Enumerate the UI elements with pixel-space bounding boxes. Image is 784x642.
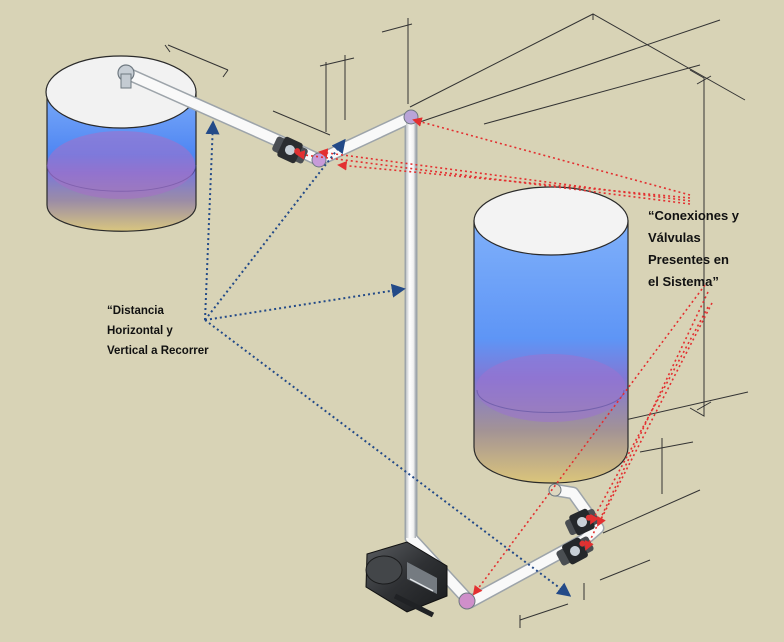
- upper-tank: [45, 55, 197, 232]
- red-pointer-lines: [295, 117, 713, 596]
- distance-line-3: Vertical a Recorrer: [107, 345, 209, 357]
- distance-line-1: “Distancia: [107, 305, 164, 317]
- connections-line-2: Válvulas: [648, 230, 701, 245]
- distance-line-2: Horizontal y: [107, 325, 173, 337]
- connections-annotation: “Conexiones y Válvulas Presentes en el S…: [648, 205, 739, 293]
- distance-annotation: “Distancia Horizontal y Vertical a Recor…: [107, 301, 209, 361]
- blue-pointer-lines: [204, 120, 572, 597]
- connections-line-3: Presentes en: [648, 252, 729, 267]
- connections-line-1: “Conexiones y: [648, 208, 740, 223]
- lower-tank: [473, 186, 629, 484]
- dimension-lines: [164, 13, 749, 628]
- pump: [365, 541, 448, 618]
- connections-line-4: el Sistema”: [648, 274, 719, 289]
